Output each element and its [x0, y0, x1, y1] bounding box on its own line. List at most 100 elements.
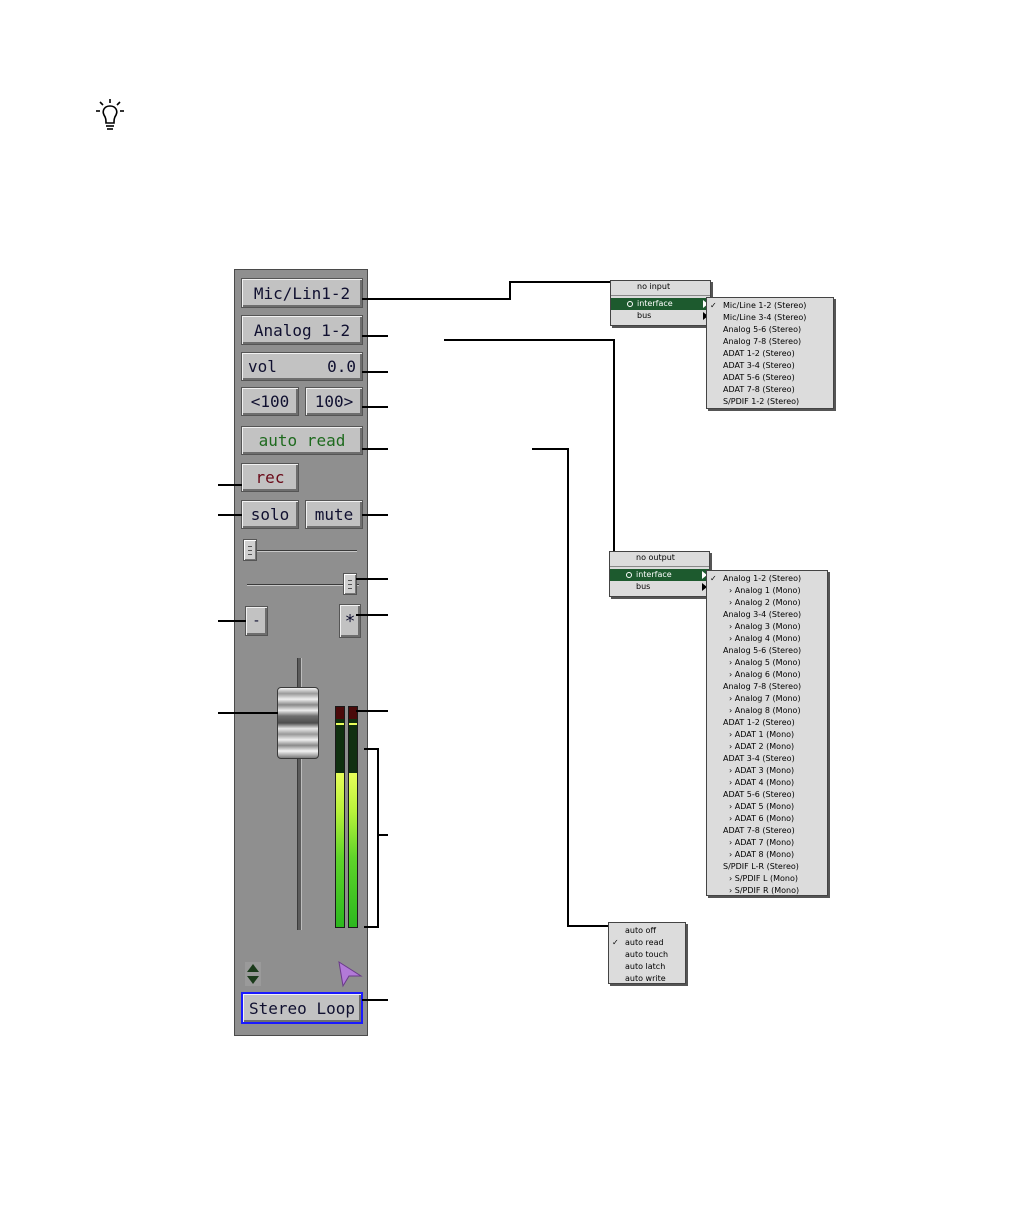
solo-button[interactable]: solo	[241, 500, 299, 529]
menu-item[interactable]: › Analog 7 (Mono)	[707, 693, 827, 705]
menu-item[interactable]: › ADAT 3 (Mono)	[707, 765, 827, 777]
pan-left-indicator[interactable]: <100	[241, 387, 299, 416]
callout-voice	[218, 620, 246, 622]
menu-item[interactable]: Analog 5-6 (Stereo)	[707, 645, 827, 657]
callout-fader	[218, 712, 278, 714]
output-submenu: ✓Analog 1-2 (Stereo)› Analog 1 (Mono)› A…	[706, 570, 828, 896]
menu-item[interactable]: ADAT 7-8 (Stereo)	[707, 384, 833, 396]
automation-mode-button[interactable]: auto read	[241, 426, 363, 455]
menu-item[interactable]: Analog 5-6 (Stereo)	[707, 324, 833, 336]
callout-meter-top	[364, 748, 378, 750]
menu-item[interactable]: S/PDIF L-R (Stereo)	[707, 861, 827, 873]
menu-item[interactable]: › ADAT 4 (Mono)	[707, 777, 827, 789]
peak-hold-right	[349, 723, 357, 725]
pan-right-slider[interactable]	[343, 573, 357, 595]
menu-item[interactable]: ADAT 5-6 (Stereo)	[707, 789, 827, 801]
updown-arrows-icon[interactable]	[245, 962, 261, 986]
menu-item[interactable]: › ADAT 7 (Mono)	[707, 837, 827, 849]
output-menu: no output interface bus	[609, 551, 710, 597]
menu-item-label: Analog 7-8 (Stereo)	[723, 337, 802, 346]
record-enable-button[interactable]: rec	[241, 463, 299, 492]
mute-button[interactable]: mute	[305, 500, 363, 529]
menu-item[interactable]: › S/PDIF R (Mono)	[707, 885, 827, 897]
submenu-arrow-icon	[702, 571, 707, 579]
menu-item[interactable]: › ADAT 2 (Mono)	[707, 741, 827, 753]
menu-item-bus[interactable]: bus	[611, 310, 710, 322]
menu-item[interactable]: auto latch	[609, 961, 685, 973]
menu-item-label: › ADAT 7 (Mono)	[729, 838, 795, 847]
menu-item[interactable]: ADAT 1-2 (Stereo)	[707, 717, 827, 729]
menu-item[interactable]: › S/PDIF L (Mono)	[707, 873, 827, 885]
menu-item-label: › Analog 7 (Mono)	[729, 694, 801, 703]
menu-item[interactable]: › Analog 3 (Mono)	[707, 621, 827, 633]
menu-item[interactable]: ADAT 7-8 (Stereo)	[707, 825, 827, 837]
input-selector-button[interactable]: Mic/Lin1-2	[241, 278, 363, 308]
menu-item-label: ADAT 5-6 (Stereo)	[723, 373, 795, 382]
menu-item-label: › ADAT 4 (Mono)	[729, 778, 795, 787]
menu-item-label: › ADAT 5 (Mono)	[729, 802, 795, 811]
menu-item-label: › Analog 2 (Mono)	[729, 598, 801, 607]
menu-item-label: ADAT 3-4 (Stereo)	[723, 361, 795, 370]
menu-item[interactable]: › Analog 2 (Mono)	[707, 597, 827, 609]
voice-selector-button[interactable]: -	[245, 606, 268, 636]
menu-item[interactable]: Mic/Line 3-4 (Stereo)	[707, 312, 833, 324]
menu-item[interactable]: › ADAT 1 (Mono)	[707, 729, 827, 741]
callout-rec	[218, 484, 242, 486]
menu-item[interactable]: › Analog 6 (Mono)	[707, 669, 827, 681]
menu-item-label: S/PDIF L-R (Stereo)	[723, 862, 799, 871]
checkmark-icon: ✓	[710, 301, 717, 310]
menu-item[interactable]: S/PDIF 1-2 (Stereo)	[707, 396, 833, 408]
menu-item-no-input[interactable]: no input	[637, 282, 671, 291]
volume-value: 0.0	[327, 357, 356, 376]
menu-item[interactable]: ADAT 5-6 (Stereo)	[707, 372, 833, 384]
menu-item[interactable]: › ADAT 6 (Mono)	[707, 813, 827, 825]
menu-item[interactable]: ADAT 3-4 (Stereo)	[707, 360, 833, 372]
checkmark-icon: ✓	[710, 574, 717, 583]
menu-item[interactable]: ✓auto read	[609, 937, 685, 949]
menu-item[interactable]: › Analog 4 (Mono)	[707, 633, 827, 645]
menu-item[interactable]: Analog 7-8 (Stereo)	[707, 681, 827, 693]
callout-meter	[377, 834, 388, 836]
menu-item-label: › Analog 5 (Mono)	[729, 658, 801, 667]
menu-item[interactable]: › Analog 1 (Mono)	[707, 585, 827, 597]
menu-item[interactable]: › ADAT 8 (Mono)	[707, 849, 827, 861]
menu-item-label: ADAT 5-6 (Stereo)	[723, 790, 795, 799]
menu-item[interactable]: ADAT 1-2 (Stereo)	[707, 348, 833, 360]
menu-item[interactable]: ✓Mic/Line 1-2 (Stereo)	[707, 300, 833, 312]
menu-item-label: › Analog 8 (Mono)	[729, 706, 801, 715]
menu-item-label: Analog 7-8 (Stereo)	[723, 682, 802, 691]
menu-item-interface[interactable]: interface	[611, 298, 710, 310]
menu-item[interactable]: Analog 7-8 (Stereo)	[707, 336, 833, 348]
checkmark-icon: ✓	[612, 938, 619, 947]
menu-item[interactable]: auto off	[609, 925, 685, 937]
callout-automation-bottom	[567, 925, 608, 927]
menu-item[interactable]: ADAT 3-4 (Stereo)	[707, 753, 827, 765]
callout-automation-down	[567, 448, 569, 926]
menu-item-label: Analog 5-6 (Stereo)	[723, 325, 802, 334]
group-indicator[interactable]: *	[339, 604, 361, 638]
menu-item-interface[interactable]: interface	[610, 569, 709, 581]
playback-arrow-icon	[338, 960, 363, 988]
callout-output-down	[613, 339, 615, 552]
menu-item[interactable]: › Analog 8 (Mono)	[707, 705, 827, 717]
volume-indicator[interactable]: vol 0.0	[241, 352, 363, 381]
menu-item[interactable]: auto touch	[609, 949, 685, 961]
volume-fader[interactable]	[277, 687, 319, 759]
menu-item-label: auto touch	[625, 950, 669, 959]
channel-strip: Mic/Lin1-2 Analog 1-2 vol 0.0 <100 100> …	[234, 269, 368, 1036]
menu-item[interactable]: › ADAT 5 (Mono)	[707, 801, 827, 813]
output-selector-button[interactable]: Analog 1-2	[241, 315, 363, 345]
peak-hold-left	[336, 723, 344, 725]
menu-item[interactable]: ✓Analog 1-2 (Stereo)	[707, 573, 827, 585]
track-name-button[interactable]: Stereo Loop	[241, 992, 363, 1024]
menu-item-bus[interactable]: bus	[610, 581, 709, 593]
menu-item-no-output[interactable]: no output	[636, 553, 675, 562]
pan-right-indicator[interactable]: 100>	[305, 387, 363, 416]
menu-item-label: › ADAT 3 (Mono)	[729, 766, 795, 775]
menu-item[interactable]: Analog 3-4 (Stereo)	[707, 609, 827, 621]
menu-item[interactable]: auto write	[609, 973, 685, 985]
level-meter-left	[335, 706, 345, 928]
pan-left-slider[interactable]	[243, 539, 257, 561]
menu-item[interactable]: › Analog 5 (Mono)	[707, 657, 827, 669]
menu-item-label: auto off	[625, 926, 656, 935]
